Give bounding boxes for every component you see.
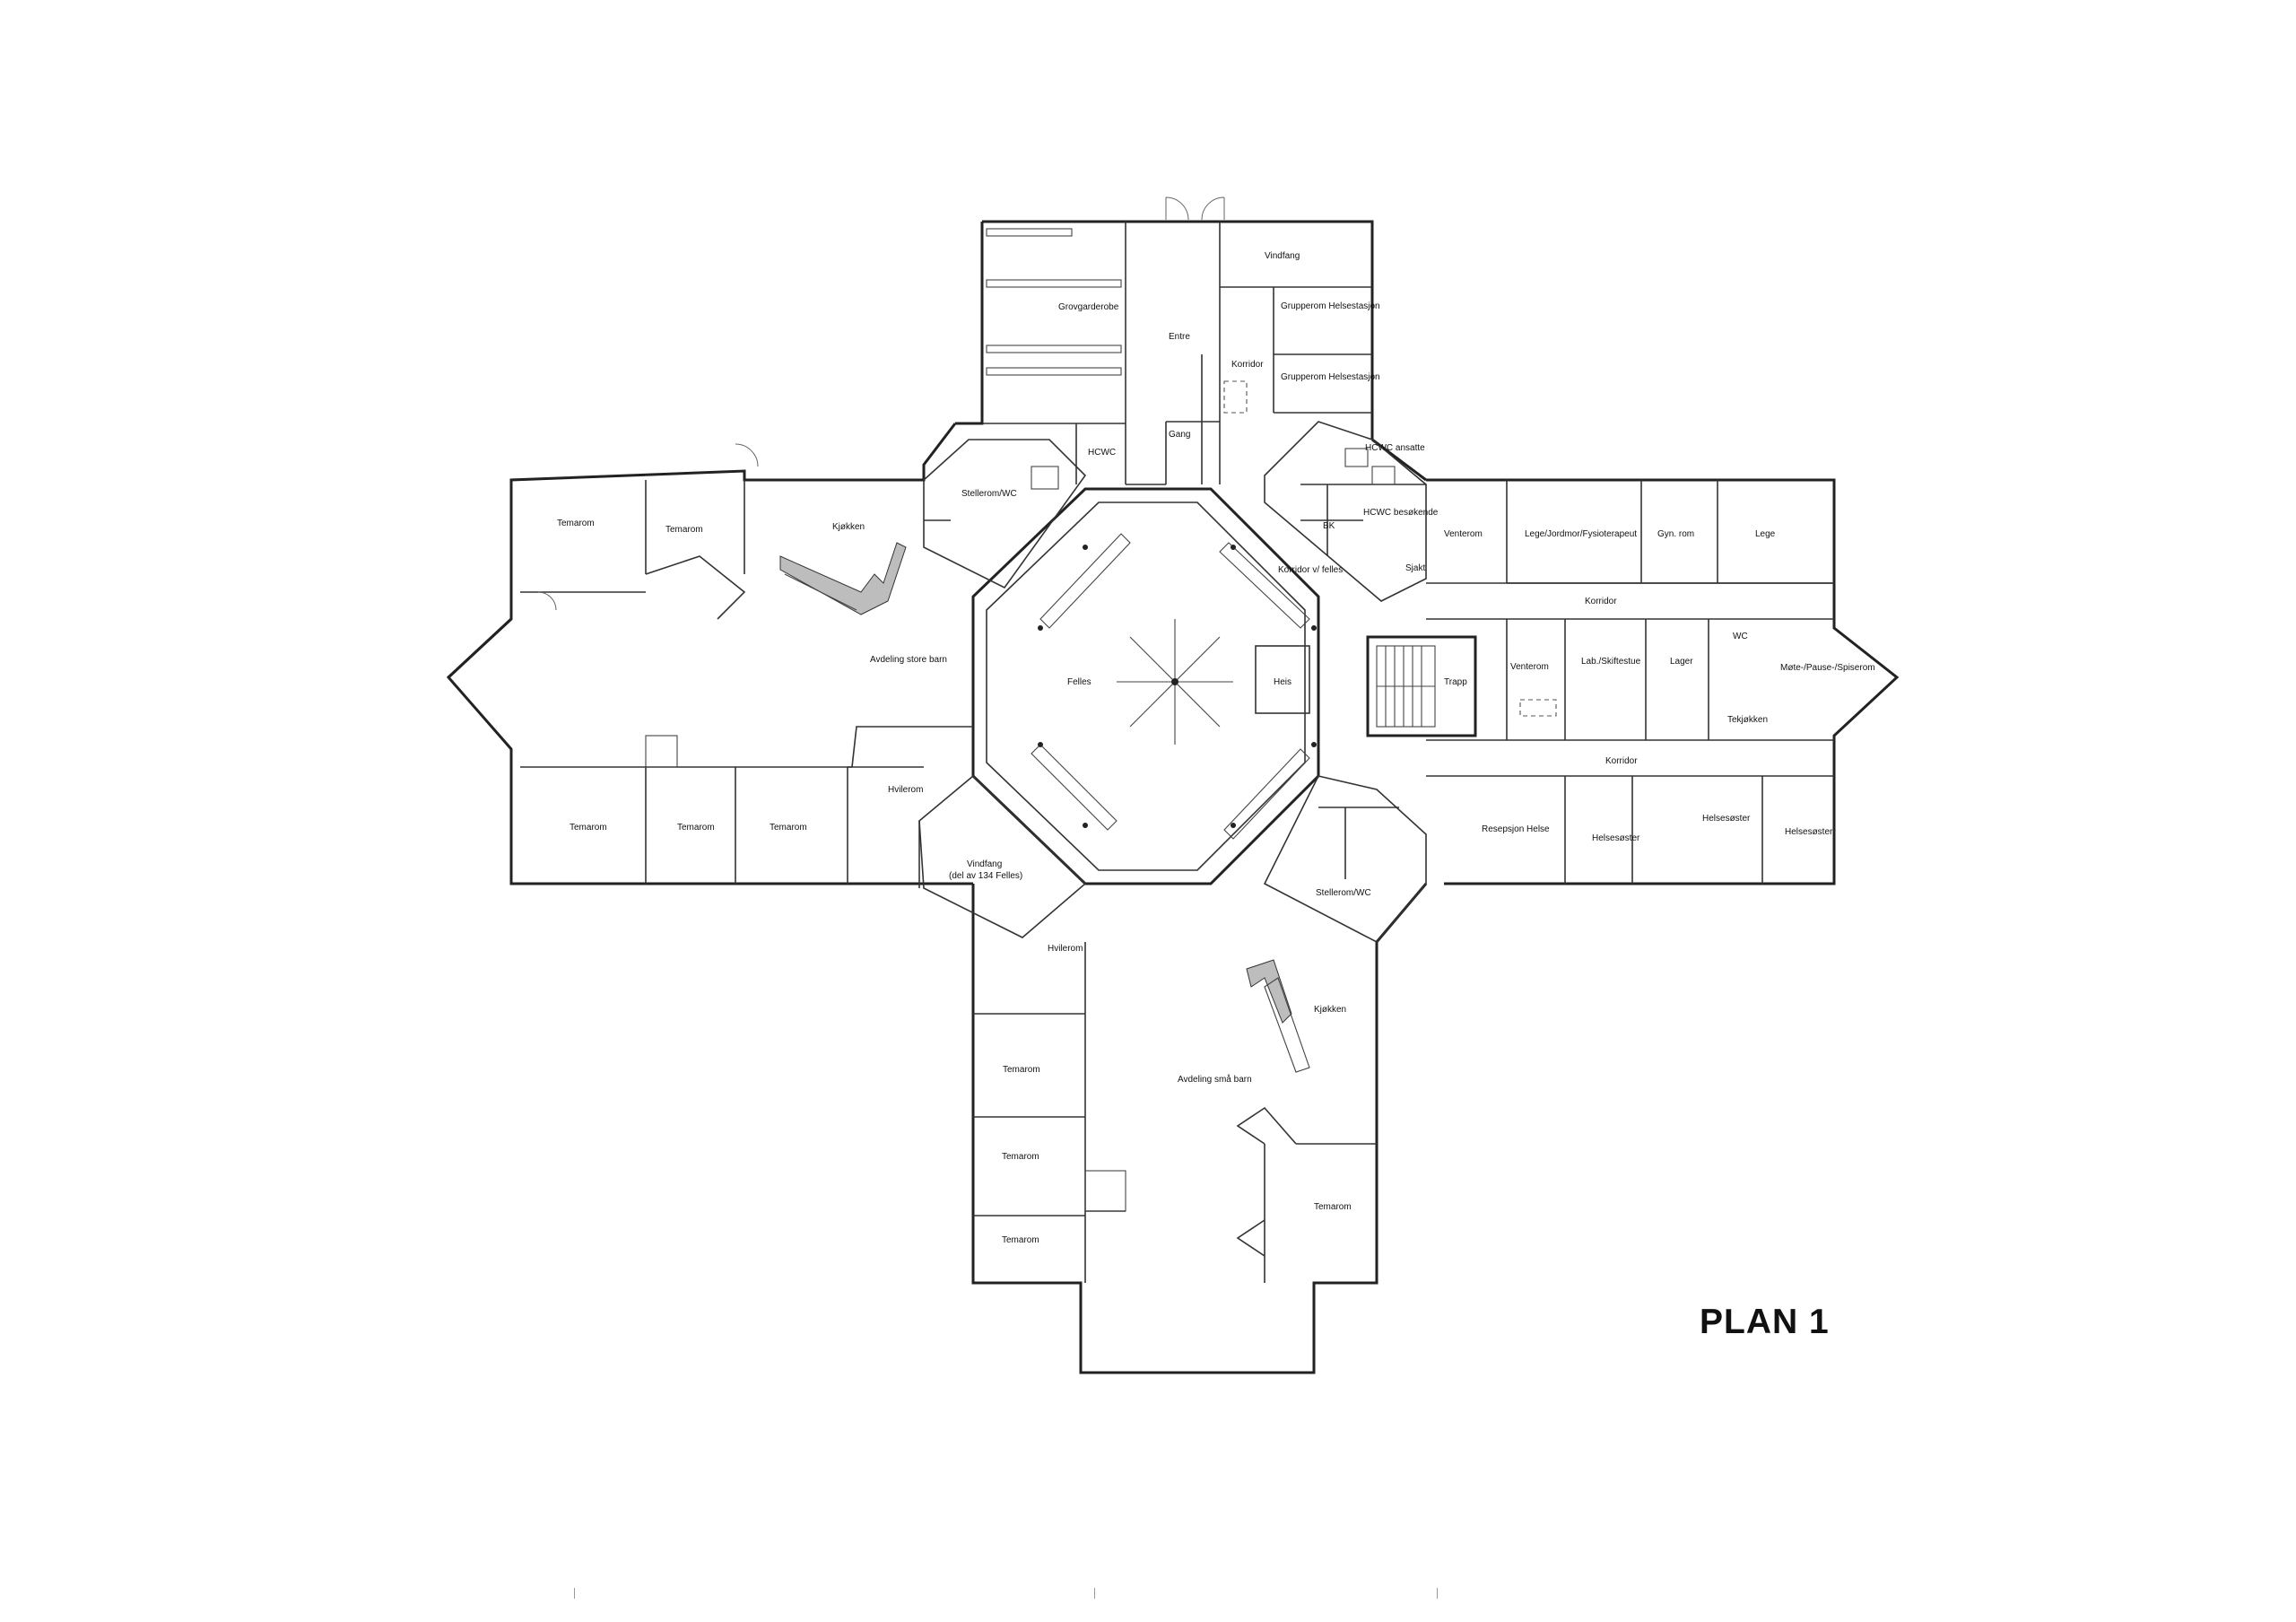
exterior-walls — [446, 220, 1900, 1374]
room-label: Lege — [1755, 529, 1776, 539]
room-label: Korridor — [1605, 756, 1638, 766]
room-label: Temarom — [665, 525, 703, 535]
ne-corner-rooms — [1264, 421, 1427, 602]
room-label: BK — [1323, 521, 1335, 531]
room-label: Korridor — [1231, 360, 1264, 370]
room-label: Temarom — [770, 823, 807, 833]
room-label: (del av 134 Felles) — [949, 871, 1022, 881]
room-label: Kjøkken — [1314, 1005, 1346, 1015]
room-label: Trapp — [1444, 677, 1467, 687]
room-label: Hvilerom — [1048, 944, 1083, 954]
felles-furniture — [1031, 533, 1317, 840]
room-label: WC — [1733, 632, 1748, 641]
skylight-star — [1117, 619, 1233, 745]
room-label: Temarom — [677, 823, 715, 833]
room-label: Møte-/Pause-/Spiserom — [1780, 663, 1875, 673]
room-label: Sjakt — [1405, 563, 1425, 573]
room-label: Stellerom/WC — [961, 489, 1017, 499]
room-label: Vindfang — [1265, 251, 1300, 261]
room-label: HCWC — [1088, 448, 1116, 458]
room-label: Kjøkken — [832, 522, 865, 532]
room-label: Helsesøster — [1785, 827, 1833, 837]
sw-corner-rooms — [918, 774, 1087, 938]
room-label: Avdeling store barn — [870, 655, 947, 665]
room-label: Avdeling små barn — [1178, 1074, 1252, 1085]
sheet-tick — [1094, 1588, 1095, 1599]
room-label: Heis — [1274, 677, 1292, 687]
room-label: Lege/Jordmor/Fysioterapeut — [1525, 529, 1637, 539]
north-wing-rooms — [982, 196, 1372, 485]
room-label: HCWC ansatte — [1365, 443, 1425, 453]
sheet-tick — [574, 1588, 575, 1599]
room-label: Hvilerom — [888, 785, 923, 795]
room-label: Temarom — [570, 823, 607, 833]
room-label: Vindfang — [967, 859, 1002, 869]
room-label: Helsesøster — [1702, 814, 1751, 824]
nw-corner-rooms — [923, 439, 1087, 589]
se-corner-rooms — [1263, 775, 1427, 944]
room-label: Temarom — [1002, 1152, 1039, 1162]
room-label: Helsesøster — [1592, 833, 1640, 843]
room-label: Lager — [1670, 657, 1693, 667]
room-label: Felles — [1067, 677, 1091, 687]
room-label: Gang — [1169, 430, 1190, 440]
room-label: Grupperom Helsestasjon — [1281, 301, 1380, 311]
room-label: Gyn. rom — [1657, 529, 1694, 539]
west-wing-rooms — [520, 443, 973, 884]
plan-title: PLAN 1 — [1700, 1303, 1830, 1341]
sheet-tick — [1437, 1588, 1438, 1599]
room-label: Temarom — [1003, 1065, 1040, 1075]
room-label: Venterom — [1444, 529, 1483, 539]
room-label: HCWC besøkende — [1363, 508, 1439, 518]
room-label: Temarom — [557, 519, 595, 528]
south-wing-rooms — [973, 942, 1377, 1283]
room-label: Temarom — [1002, 1235, 1039, 1245]
room-label: Stellerom/WC — [1316, 888, 1371, 898]
central-octagon — [971, 487, 1320, 885]
room-labels: Grovgarderobe Entre Vindfang Grupperom H… — [557, 251, 1875, 1245]
room-label: Resepsjon Helse — [1482, 824, 1550, 834]
room-label: Venterom — [1510, 662, 1549, 672]
room-label: Korridor — [1585, 597, 1617, 606]
room-label: Grovgarderobe — [1058, 302, 1119, 312]
room-label: Grupperom Helsestasjon — [1281, 372, 1380, 382]
room-label: Entre — [1169, 332, 1190, 342]
room-label: Korridor v/ felles — [1278, 565, 1343, 575]
room-label: Temarom — [1314, 1202, 1352, 1212]
room-label: Lab./Skiftestue — [1581, 657, 1641, 667]
room-label: Tekjøkken — [1727, 715, 1768, 725]
east-wing-rooms — [1366, 480, 1834, 884]
